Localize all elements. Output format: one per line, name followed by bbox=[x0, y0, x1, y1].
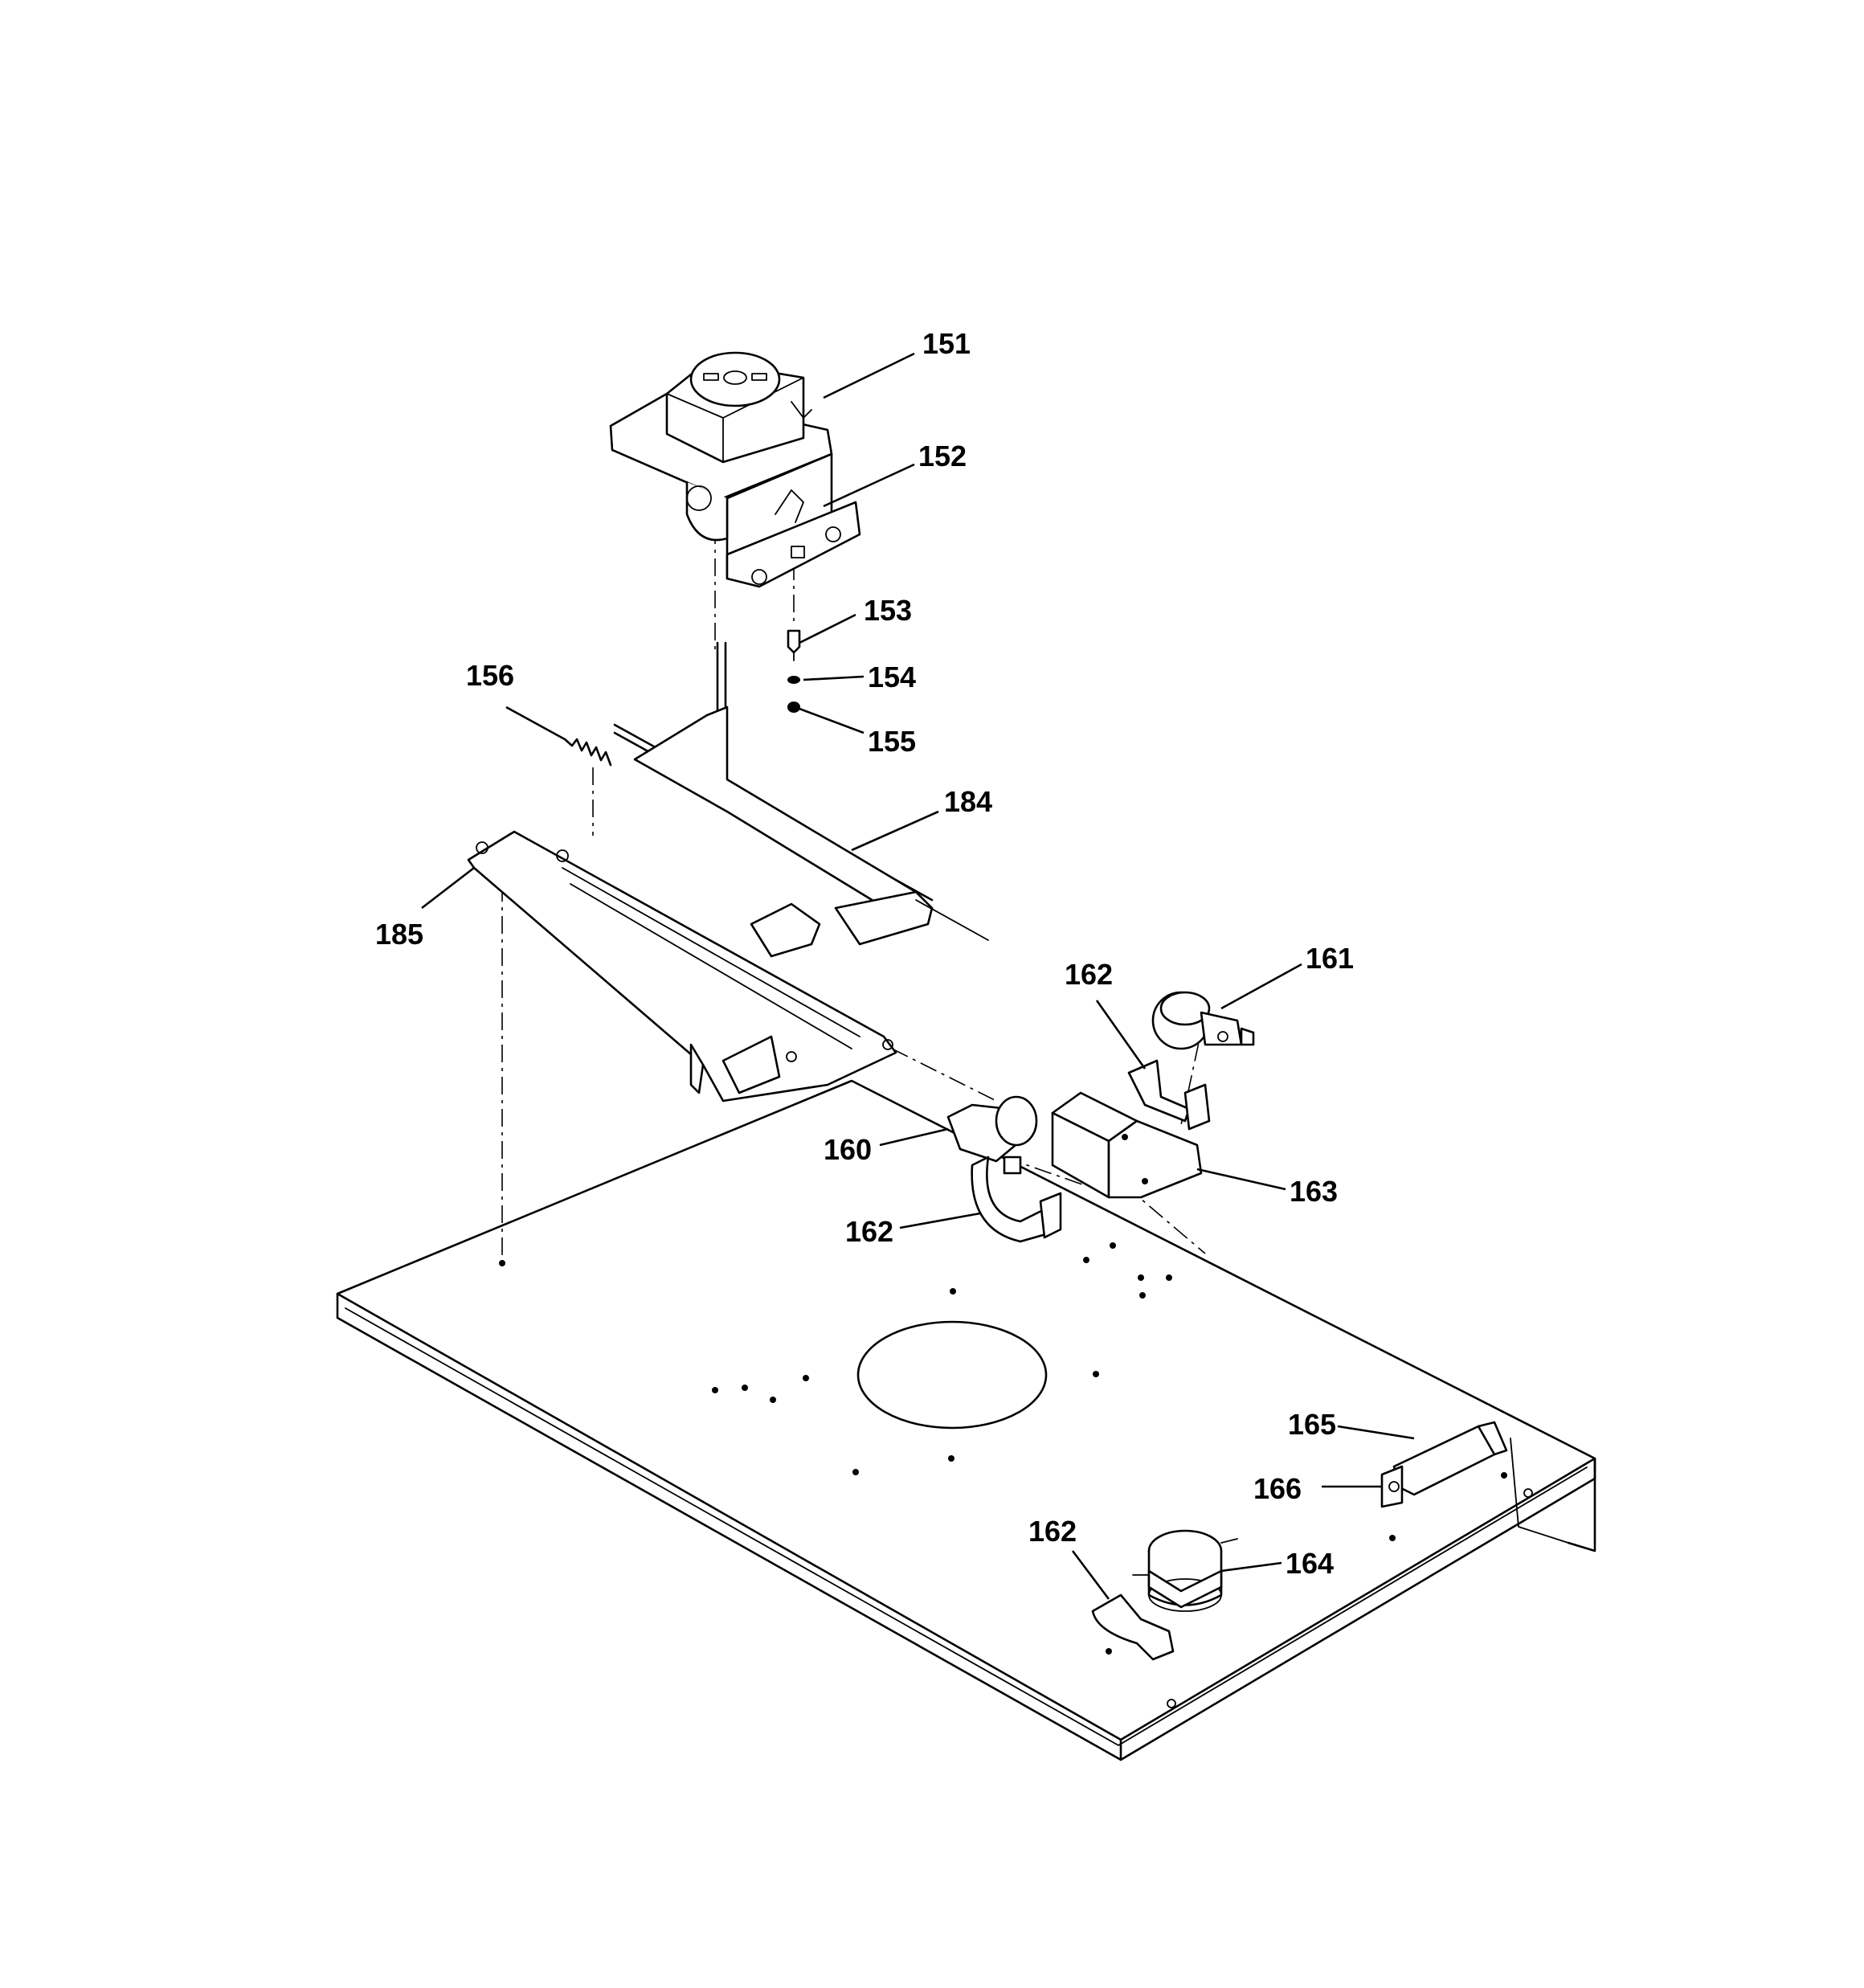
bracket-165-166 bbox=[1380, 1421, 1508, 1508]
latch-bracket bbox=[467, 830, 897, 1102]
mounting-clip-upper bbox=[1127, 1059, 1211, 1131]
latch-link bbox=[613, 641, 989, 958]
mounting-clip-bottom bbox=[1091, 1593, 1175, 1661]
mounting-clip-lower bbox=[971, 1156, 1062, 1243]
label-165: 165 bbox=[1288, 1408, 1336, 1441]
label-160: 160 bbox=[824, 1133, 872, 1166]
callout-labels: 151 152 153 154 155 156 184 185 160 161 … bbox=[375, 327, 1354, 1580]
label-161: 161 bbox=[1306, 942, 1354, 975]
label-164: 164 bbox=[1286, 1547, 1334, 1580]
label-185: 185 bbox=[375, 918, 423, 951]
thermostat-bracket bbox=[1051, 1091, 1203, 1199]
label-155: 155 bbox=[868, 725, 916, 758]
thermostat-161 bbox=[1151, 991, 1255, 1050]
timer-motor-assembly bbox=[609, 351, 861, 588]
label-151: 151 bbox=[922, 327, 971, 360]
label-154: 154 bbox=[868, 661, 916, 693]
label-153: 153 bbox=[864, 594, 912, 627]
thermostat-164 bbox=[1132, 1529, 1238, 1612]
spring bbox=[563, 738, 612, 767]
label-152: 152 bbox=[918, 440, 967, 472]
leader-lines bbox=[421, 352, 1415, 1600]
label-156: 156 bbox=[466, 659, 514, 692]
base-plate bbox=[336, 1079, 1596, 1761]
label-162-middle: 162 bbox=[845, 1215, 893, 1248]
label-162-bottom: 162 bbox=[1028, 1515, 1077, 1548]
label-166: 166 bbox=[1253, 1472, 1302, 1505]
label-162-upper: 162 bbox=[1065, 958, 1113, 991]
thermostat-160 bbox=[946, 1095, 1038, 1175]
bolt-washer-nut bbox=[787, 629, 801, 713]
label-163: 163 bbox=[1290, 1175, 1338, 1208]
label-184: 184 bbox=[944, 785, 992, 818]
